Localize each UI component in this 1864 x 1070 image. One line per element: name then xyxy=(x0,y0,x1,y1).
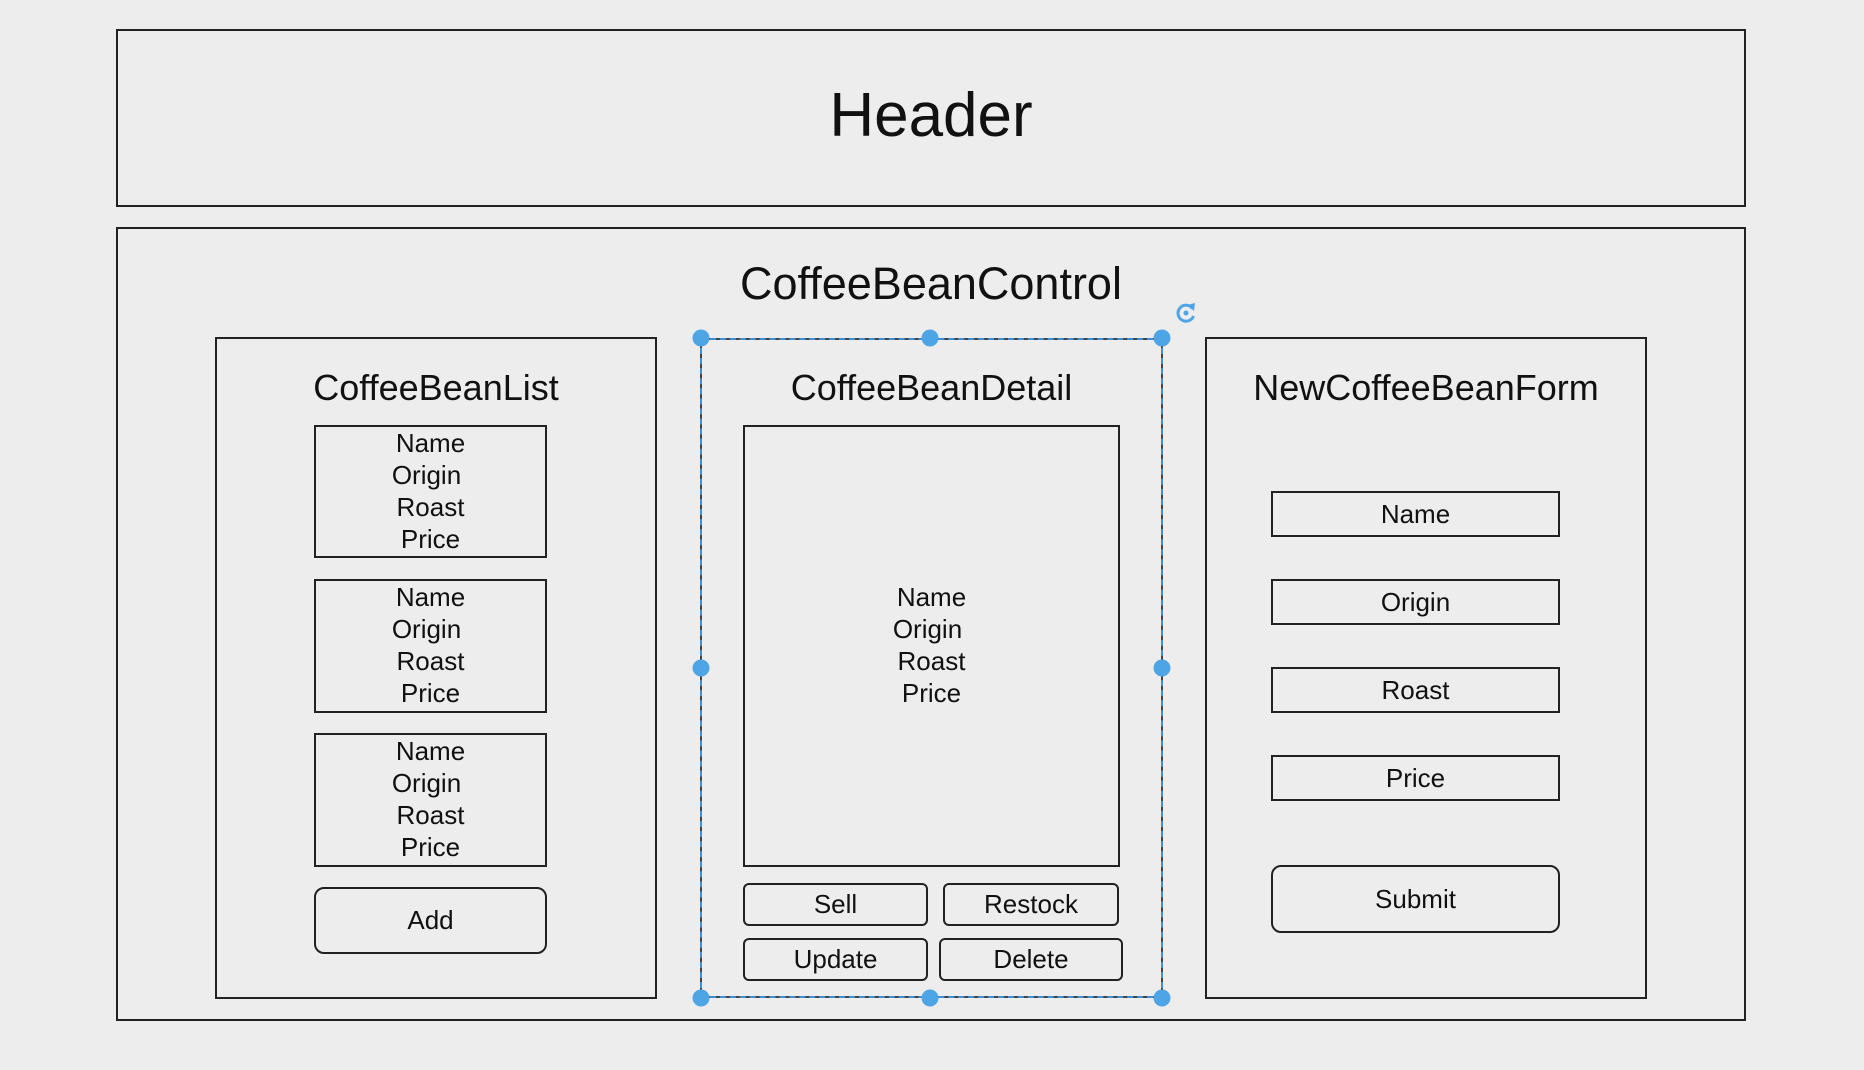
list-item[interactable] xyxy=(314,733,547,867)
list-panel[interactable] xyxy=(215,337,657,999)
form-panel[interactable] xyxy=(1205,337,1647,999)
list-item-name: Name xyxy=(395,428,466,458)
list-item-origin: Origin xyxy=(391,460,462,490)
detail-origin: Origin xyxy=(892,614,963,644)
price-field[interactable]: Price xyxy=(1271,755,1560,801)
rotate-icon[interactable] xyxy=(1173,300,1199,326)
header-title: Header xyxy=(829,81,1033,150)
list-item[interactable] xyxy=(314,579,547,713)
list-item-price: Price xyxy=(400,524,461,554)
detail-name: Name xyxy=(896,582,967,612)
list-item-price: Price xyxy=(400,678,461,708)
resize-handle-top-right[interactable] xyxy=(1153,329,1171,347)
resize-handle-right[interactable] xyxy=(1153,659,1171,677)
resize-handle-top[interactable] xyxy=(921,329,939,347)
submit-button[interactable]: Submit xyxy=(1271,865,1560,933)
restock-button[interactable]: Restock xyxy=(943,883,1119,926)
roast-field[interactable]: Roast xyxy=(1271,667,1560,713)
list-item-roast: Roast xyxy=(396,492,465,522)
sell-button[interactable]: Sell xyxy=(743,883,928,926)
list-item-origin: Origin xyxy=(391,768,462,798)
list-item-roast: Roast xyxy=(396,646,465,676)
delete-button[interactable]: Delete xyxy=(939,938,1123,981)
name-field[interactable]: Name xyxy=(1271,491,1560,537)
list-item-name: Name xyxy=(395,736,466,766)
control-title: CoffeeBeanControl xyxy=(740,258,1122,309)
list-item-text: Name Origin Roast Price xyxy=(314,427,547,555)
header-box[interactable] xyxy=(116,29,1746,207)
list-item-name: Name xyxy=(395,582,466,612)
detail-roast: Roast xyxy=(897,646,966,676)
resize-handle-bottom-right[interactable] xyxy=(1153,989,1171,1007)
form-title: NewCoffeeBeanForm xyxy=(1253,367,1599,408)
detail-title: CoffeeBeanDetail xyxy=(790,367,1073,408)
add-button[interactable]: Add xyxy=(314,887,547,954)
list-item-price: Price xyxy=(400,832,461,862)
resize-handle-bottom-left[interactable] xyxy=(692,989,710,1007)
detail-price: Price xyxy=(901,678,962,708)
list-item-text: Name Origin Roast Price xyxy=(314,735,547,863)
list-title: CoffeeBeanList xyxy=(313,367,559,408)
control-container[interactable] xyxy=(116,227,1746,1021)
list-item[interactable] xyxy=(314,425,547,558)
origin-field[interactable]: Origin xyxy=(1271,579,1560,625)
detail-view[interactable] xyxy=(743,425,1120,867)
update-button[interactable]: Update xyxy=(743,938,928,981)
detail-view-text: Name Origin Roast Price xyxy=(743,581,1120,709)
list-item-origin: Origin xyxy=(391,614,462,644)
resize-handle-top-left[interactable] xyxy=(692,329,710,347)
list-item-roast: Roast xyxy=(396,800,465,830)
resize-handle-left[interactable] xyxy=(692,659,710,677)
list-item-text: Name Origin Roast Price xyxy=(314,581,547,709)
resize-handle-bottom[interactable] xyxy=(921,989,939,1007)
